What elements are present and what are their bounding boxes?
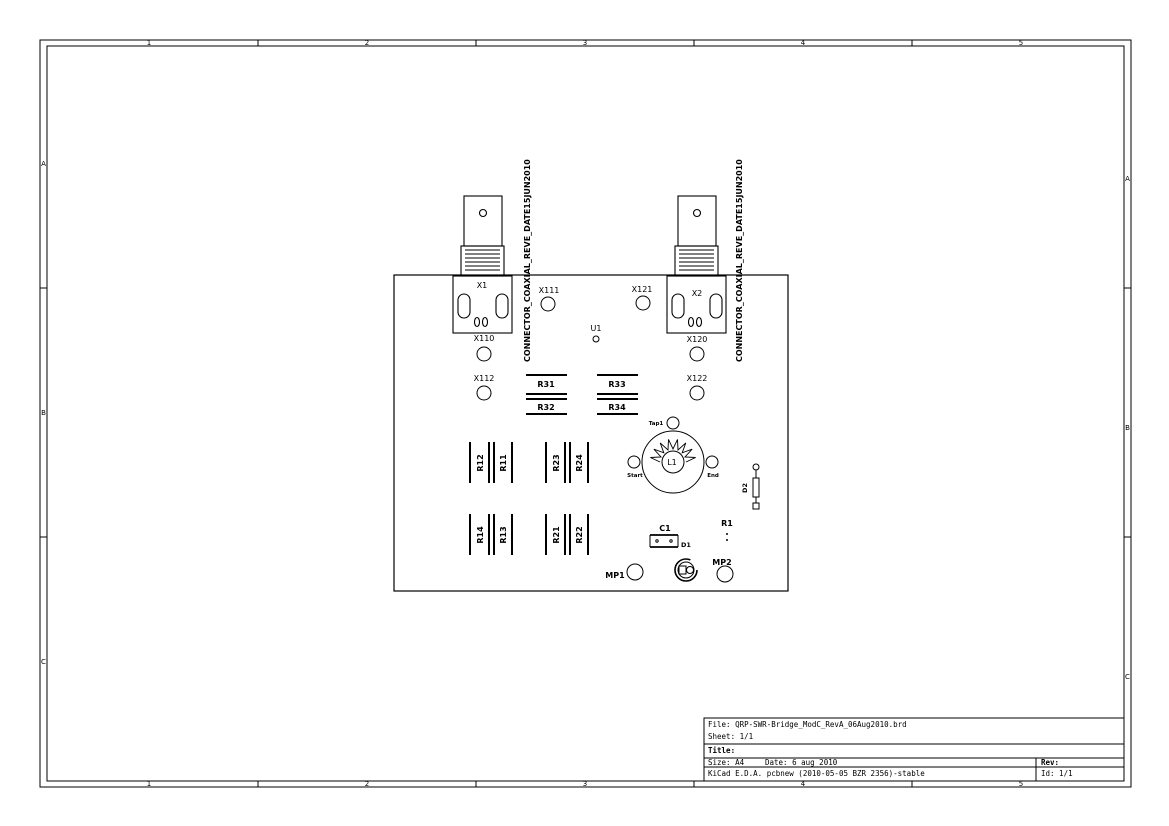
ref-mp1: MP1 [605, 571, 625, 580]
row-label: C [41, 658, 46, 666]
titleblock-title: Title: [708, 746, 735, 755]
titleblock-sheet: Sheet: 1/1 [708, 732, 753, 741]
testpoint-pad [689, 346, 705, 362]
ref-mp2: MP2 [712, 558, 731, 567]
testpoint-label: X121 [632, 285, 653, 294]
ref-r12: R12 [476, 454, 485, 471]
mp1-pad [626, 563, 644, 581]
titleblock-size: Size: A4 [708, 758, 745, 767]
connector-x2 [666, 195, 727, 334]
testpoint-label: X110 [474, 334, 495, 343]
ref-l1: L1 [667, 458, 677, 467]
value-x1: CONNECTOR_COAXIAL_REVE_DATE15JUN2010 [523, 159, 532, 362]
ref-r11: R11 [499, 454, 508, 472]
column-label: 4 [801, 780, 806, 788]
connector-x1 [452, 195, 513, 334]
ref-u1: U1 [591, 324, 602, 333]
column-label: 5 [1019, 39, 1023, 47]
diode-d2 [752, 463, 760, 510]
ref-c1: C1 [659, 524, 671, 533]
testpoint-pad [476, 385, 492, 401]
ref-r22: R22 [575, 526, 584, 543]
column-label: 3 [583, 780, 587, 788]
testpoint-label: X111 [539, 286, 560, 295]
ref-r32: R32 [537, 403, 554, 412]
ref-r1: R1 [721, 519, 733, 528]
testpoint-pad [635, 295, 651, 311]
testpoint-label: X112 [474, 374, 495, 383]
horizontal-resistor-bodies [526, 374, 638, 415]
column-label: 2 [365, 39, 369, 47]
testpoint-pad [540, 296, 556, 312]
testpoint-label: X120 [687, 335, 708, 344]
value-x2: CONNECTOR_COAXIAL_REVE_DATE15JUN2010 [735, 159, 744, 362]
column-ticks [40, 40, 1131, 787]
ref-r23: R23 [552, 454, 561, 471]
toroid-end-label: End [707, 473, 719, 479]
row-label: B [41, 409, 46, 417]
toroid-tap-label: Tap1 [649, 421, 664, 427]
ref-r14: R14 [476, 526, 485, 544]
row-label: B [1125, 424, 1130, 432]
board-outline [393, 274, 789, 592]
ref-r33: R33 [608, 380, 625, 389]
testpoint-label: X122 [687, 374, 708, 383]
ref-d2: D2 [741, 483, 749, 493]
ref-r21: R21 [552, 526, 561, 544]
row-label: A [41, 160, 46, 168]
titleblock-file: File: QRP-SWR-Bridge_ModC_RevA_06Aug2010… [708, 720, 907, 729]
title-block [703, 717, 1125, 782]
row-label: A [1125, 175, 1130, 183]
vertical-resistor-bodies [469, 442, 589, 555]
inner-frame [46, 45, 1125, 782]
ref-r24: R24 [575, 454, 584, 472]
column-label: 2 [365, 780, 369, 788]
led-d1 [674, 558, 698, 582]
column-label: 5 [1019, 780, 1023, 788]
titleblock-id: Id: 1/1 [1041, 769, 1073, 778]
ref-d1: D1 [681, 541, 691, 549]
column-label: 3 [583, 39, 587, 47]
titleblock-rev: Rev: [1041, 758, 1059, 767]
column-label: 4 [801, 39, 806, 47]
ref-r13: R13 [499, 526, 508, 543]
testpoint-pad [476, 346, 492, 362]
outer-frame [39, 39, 1132, 788]
mp2-pad [716, 565, 734, 583]
toroid-start-label: Start [627, 473, 643, 479]
titleblock-app: KiCad E.D.A. pcbnew (2010-05-05 BZR 2356… [708, 769, 925, 778]
titleblock-date: Date: 6 aug 2010 [765, 758, 838, 767]
ref-x2: X2 [692, 289, 703, 298]
capacitor-c1 [649, 534, 679, 548]
toroid-l1 [627, 416, 719, 494]
resistor-r1-pads [726, 533, 728, 541]
ref-x1: X1 [477, 281, 488, 290]
u1-pad [592, 335, 600, 343]
row-label: C [1125, 673, 1130, 681]
testpoint-pad [689, 385, 705, 401]
ref-r31: R31 [537, 380, 555, 389]
column-label: 1 [147, 39, 151, 47]
ref-r34: R34 [608, 403, 626, 412]
column-label: 1 [147, 780, 151, 788]
